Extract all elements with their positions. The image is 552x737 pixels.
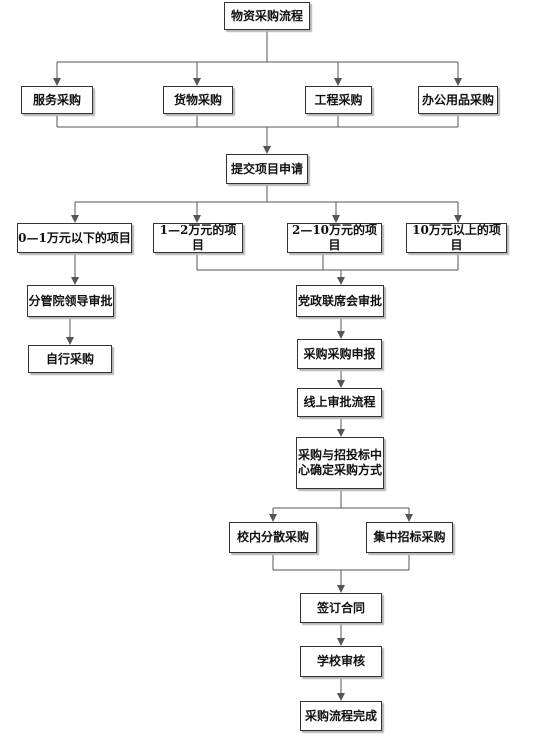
node-goods-purchase: 货物采购	[163, 86, 233, 114]
node-process-complete: 采购流程完成	[300, 701, 382, 731]
node-engineering-purchase: 工程采购	[305, 86, 372, 114]
node-dispersed-purchase: 校内分散采购	[229, 522, 317, 553]
node-self-purchase: 自行采购	[28, 345, 112, 373]
node-centralized-tender: 集中招标采购	[366, 522, 453, 553]
node-submit-application: 提交项目申请	[226, 154, 308, 184]
node-online-approval: 线上审批流程	[297, 388, 382, 417]
node-title: 物资采购流程	[224, 2, 310, 30]
node-service-purchase: 服务采购	[21, 86, 93, 114]
node-procurement-center: 采购与招投标中 心确定采购方式	[296, 437, 384, 489]
node-committee-approval: 党政联席会审批	[296, 285, 384, 317]
node-range-1-to-2: 1—2万元的项目	[153, 223, 243, 253]
node-purchase-plan-report: 采购采购申报	[297, 339, 382, 369]
node-leader-approval: 分管院领导审批	[27, 285, 114, 317]
node-sign-contract: 签订合同	[300, 593, 382, 623]
node-range-over-10: 10万元以上的项目	[406, 223, 507, 253]
node-office-supplies-purchase: 办公用品采购	[418, 86, 498, 114]
node-range-under-1: 0—1万元以下的项目	[17, 223, 132, 253]
node-range-2-to-10: 2—10万元的项目	[287, 223, 382, 253]
node-school-audit: 学校审核	[300, 646, 382, 677]
